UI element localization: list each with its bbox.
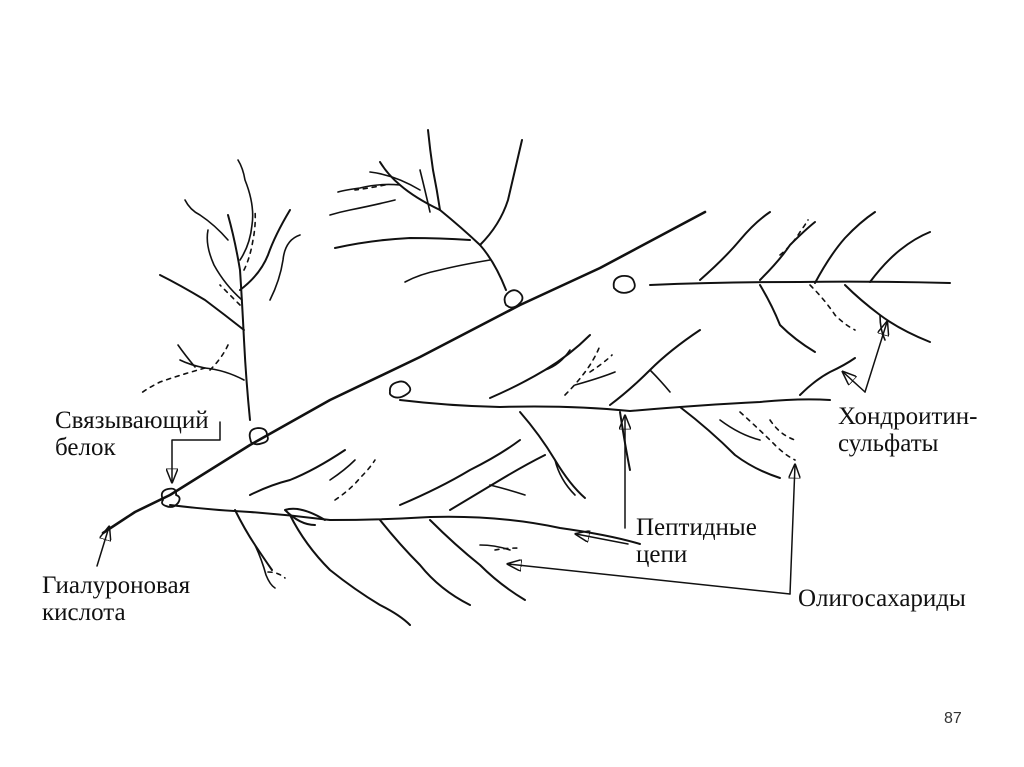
label-peptide-chains: Пептидные цепи [636, 514, 757, 568]
arrow-oligo-2 [508, 564, 791, 595]
label-binding-protein-line2: белок [55, 434, 116, 461]
label-hyaluronic-acid-line2: кислота [42, 599, 126, 626]
label-chondroitin-sulfates-line2: сульфаты [838, 430, 939, 457]
label-binding-protein-line1: Связывающий [55, 407, 209, 434]
label-peptide-chains-line1: Пептидные [636, 514, 757, 541]
chondroitin-chains-upper [699, 211, 931, 353]
label-peptide-chains-line2: цепи [636, 541, 688, 568]
label-chondroitin-sulfates: Хондроитин- сульфаты [838, 403, 977, 457]
page-number: 87 [944, 710, 962, 727]
chondroitin-chains-middle [489, 329, 856, 499]
arrow-peptide-2 [576, 534, 629, 545]
arrow-chondroitin-1 [843, 372, 866, 393]
hyaluronic-acid-backbone [101, 210, 707, 535]
arrow-chondroitin-2 [864, 322, 887, 393]
label-hyaluronic-acid: Гиалуроновая кислота [42, 572, 190, 626]
label-hyaluronic-acid-line1: Гиалуроновая [42, 572, 191, 599]
arrow-binding-protein [172, 421, 221, 482]
chondroitin-chains-lower [234, 439, 546, 626]
label-chondroitin-sulfates-line1: Хондроитин- [838, 403, 978, 430]
arrow-hyaluronic-acid [96, 527, 109, 567]
side-tree-top [329, 129, 523, 291]
side-tree-left [139, 159, 301, 421]
label-binding-protein: Связывающий белок [55, 407, 209, 461]
binding-protein-blobs [160, 274, 636, 508]
peptide-chains [169, 280, 951, 545]
label-oligosaccharides-line1: Олигосахариды [798, 585, 966, 612]
arrow-oligo-1 [790, 465, 795, 595]
label-oligosaccharides: Олигосахариды [798, 585, 966, 612]
label-arrows [96, 322, 887, 595]
